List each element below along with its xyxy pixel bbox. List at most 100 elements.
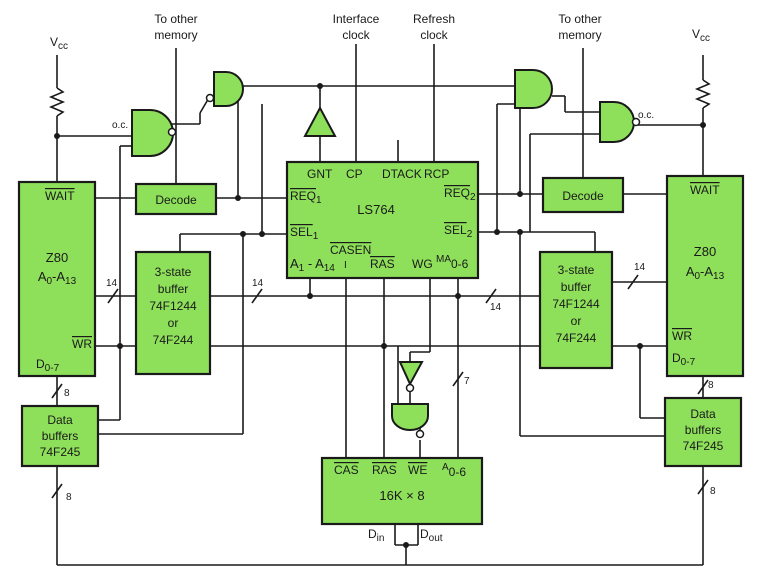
memory-addr: A0-6 xyxy=(442,462,466,479)
other-memory-right-label-2: memory xyxy=(558,28,601,42)
other-memory-right-label-1: To other xyxy=(558,12,601,26)
z80-right-wait: WAIT xyxy=(690,183,720,197)
buffer-right-l5: 74F244 xyxy=(556,331,597,345)
buffer-right-l4: or xyxy=(571,314,582,328)
bus-width-right-14: 14 xyxy=(634,262,646,273)
z80-left-wait: WAIT xyxy=(45,189,75,203)
ls764-req1: REQ1 xyxy=(290,189,322,206)
memory-16k: CAS RAS WE A0-6 16K × 8 xyxy=(320,456,484,526)
ls764-ma: MA0-6 xyxy=(436,254,469,271)
interface-clock-label-2: clock xyxy=(342,28,370,42)
data-buffers-right-l2: buffers xyxy=(685,423,721,437)
ls764-rcp: RCP xyxy=(424,167,449,181)
left-oc-nand-gate xyxy=(131,109,174,157)
z80-left: WAIT Z80 A0-A13 WR D0-7 xyxy=(17,180,97,378)
we-and-bubble xyxy=(415,429,425,439)
top-left-bubble xyxy=(205,93,215,103)
buffer-left-l5: 74F244 xyxy=(153,333,194,347)
z80-right-address: A0-A13 xyxy=(686,264,725,282)
buffer-left-l1: 3-state xyxy=(155,265,192,279)
decode-right-label: Decode xyxy=(562,189,604,203)
gates xyxy=(131,69,641,439)
oc-right-label: o.c. xyxy=(638,110,654,121)
bus-width-mid-right-14: 14 xyxy=(490,302,502,313)
z80-left-address: A0-A13 xyxy=(38,269,77,287)
decode-left: Decode xyxy=(134,182,218,216)
ls764-casen-sub: I xyxy=(344,260,347,271)
ls764-wg: WG xyxy=(412,257,433,271)
bus-width-ma-7: 7 xyxy=(464,376,470,387)
memory-cas: CAS xyxy=(334,463,359,477)
ls764-gnt: GNT xyxy=(307,167,333,181)
wiring xyxy=(48,44,712,566)
data-buffers-left: Data buffers 74F245 xyxy=(20,404,100,468)
z80-right-data: D0-7 xyxy=(672,351,696,368)
data-buffers-right-l3: 74F245 xyxy=(683,439,724,453)
refresh-clock-label-1: Refresh xyxy=(413,12,455,26)
left-oc-bubble xyxy=(167,127,177,137)
data-buffers-right: Data buffers 74F245 xyxy=(663,396,743,468)
z80-right-name: Z80 xyxy=(694,244,716,259)
other-memory-left-label-1: To other xyxy=(154,12,197,26)
bus-width-left-bottom-8: 8 xyxy=(66,492,72,503)
oc-left-label: o.c. xyxy=(112,120,128,131)
bus-width-mid-14: 14 xyxy=(252,278,264,289)
we-and-gate xyxy=(391,403,429,431)
buffer-right-l3: 74F1244 xyxy=(552,297,600,311)
buffer-right-l1: 3-state xyxy=(558,263,595,277)
buffer-right-l2: buffer xyxy=(561,280,591,294)
bus-width-left-14: 14 xyxy=(106,278,118,289)
data-buffers-left-l3: 74F245 xyxy=(40,445,81,459)
buffer-left-l3: 74F1244 xyxy=(149,299,197,313)
top-left-and-gate xyxy=(213,71,244,107)
bus-width-left-8: 8 xyxy=(64,388,70,399)
z80-left-wr: WR xyxy=(72,337,92,351)
gnt-buffer xyxy=(303,105,337,137)
ls764-sel1: SEL1 xyxy=(290,225,319,242)
bus-width-marks: 14 14 14 14 8 8 8 8 7 xyxy=(51,262,716,503)
data-buffers-left-l2: buffers xyxy=(42,429,78,443)
decode-left-label: Decode xyxy=(155,193,197,207)
memory-ras: RAS xyxy=(372,463,397,477)
top-signal-labels: To other memory Interface clock Refresh … xyxy=(154,12,601,42)
z80-left-name: Z80 xyxy=(46,250,68,265)
ls764-name: LS764 xyxy=(357,202,395,217)
buffer-right: 3-state buffer 74F1244 or 74F244 xyxy=(538,250,614,370)
bus-width-right-bottom-8: 8 xyxy=(710,486,716,497)
ls764-req2: REQ2 xyxy=(444,186,476,203)
vcc-right-label: Vcc xyxy=(692,27,710,44)
buffer-left-l4: or xyxy=(168,316,179,330)
decode-right: Decode xyxy=(541,176,625,214)
junction-dots xyxy=(54,83,706,548)
we-inverter-bubble xyxy=(405,383,415,393)
we-inverter xyxy=(398,361,424,387)
buffer-left: 3-state buffer 74F1244 or 74F244 xyxy=(134,250,212,376)
buffer-left-l2: buffer xyxy=(158,282,188,296)
ls764-controller: GNT CP DTACK RCP REQ1 SEL1 REQ2 SEL2 LS7… xyxy=(285,160,480,280)
other-memory-left-label-2: memory xyxy=(154,28,197,42)
memory-din: Din xyxy=(368,527,384,544)
bus-width-right-8: 8 xyxy=(708,380,714,391)
supply-labels: Vcc Vcc o.c. o.c. xyxy=(50,27,710,131)
ls764-cp: CP xyxy=(346,167,363,181)
top-right-and-gate xyxy=(514,69,553,109)
ls764-ras: RAS xyxy=(370,257,395,271)
memory-size: 16K × 8 xyxy=(379,488,424,503)
z80-right-wr: WR xyxy=(672,329,692,343)
z80-right: WAIT Z80 A0-A13 WR D0-7 xyxy=(665,174,745,378)
z80-left-data: D0-7 xyxy=(36,357,60,374)
memory-dout: Dout xyxy=(420,527,443,544)
ls764-address: A1 - A14 xyxy=(290,256,335,274)
memory-we: WE xyxy=(408,463,427,477)
ls764-casen: CASEN xyxy=(330,243,371,257)
right-oc-nand-gate xyxy=(599,101,635,143)
data-buffers-right-l1: Data xyxy=(690,407,716,421)
right-oc-bubble xyxy=(631,117,641,127)
vcc-left-label: Vcc xyxy=(50,35,68,52)
interface-clock-label-1: Interface xyxy=(333,12,380,26)
data-buffers-left-l1: Data xyxy=(47,413,73,427)
ls764-sel2: SEL2 xyxy=(444,223,473,240)
memory-data-labels: Din Dout xyxy=(368,527,443,544)
refresh-clock-label-2: clock xyxy=(420,28,448,42)
